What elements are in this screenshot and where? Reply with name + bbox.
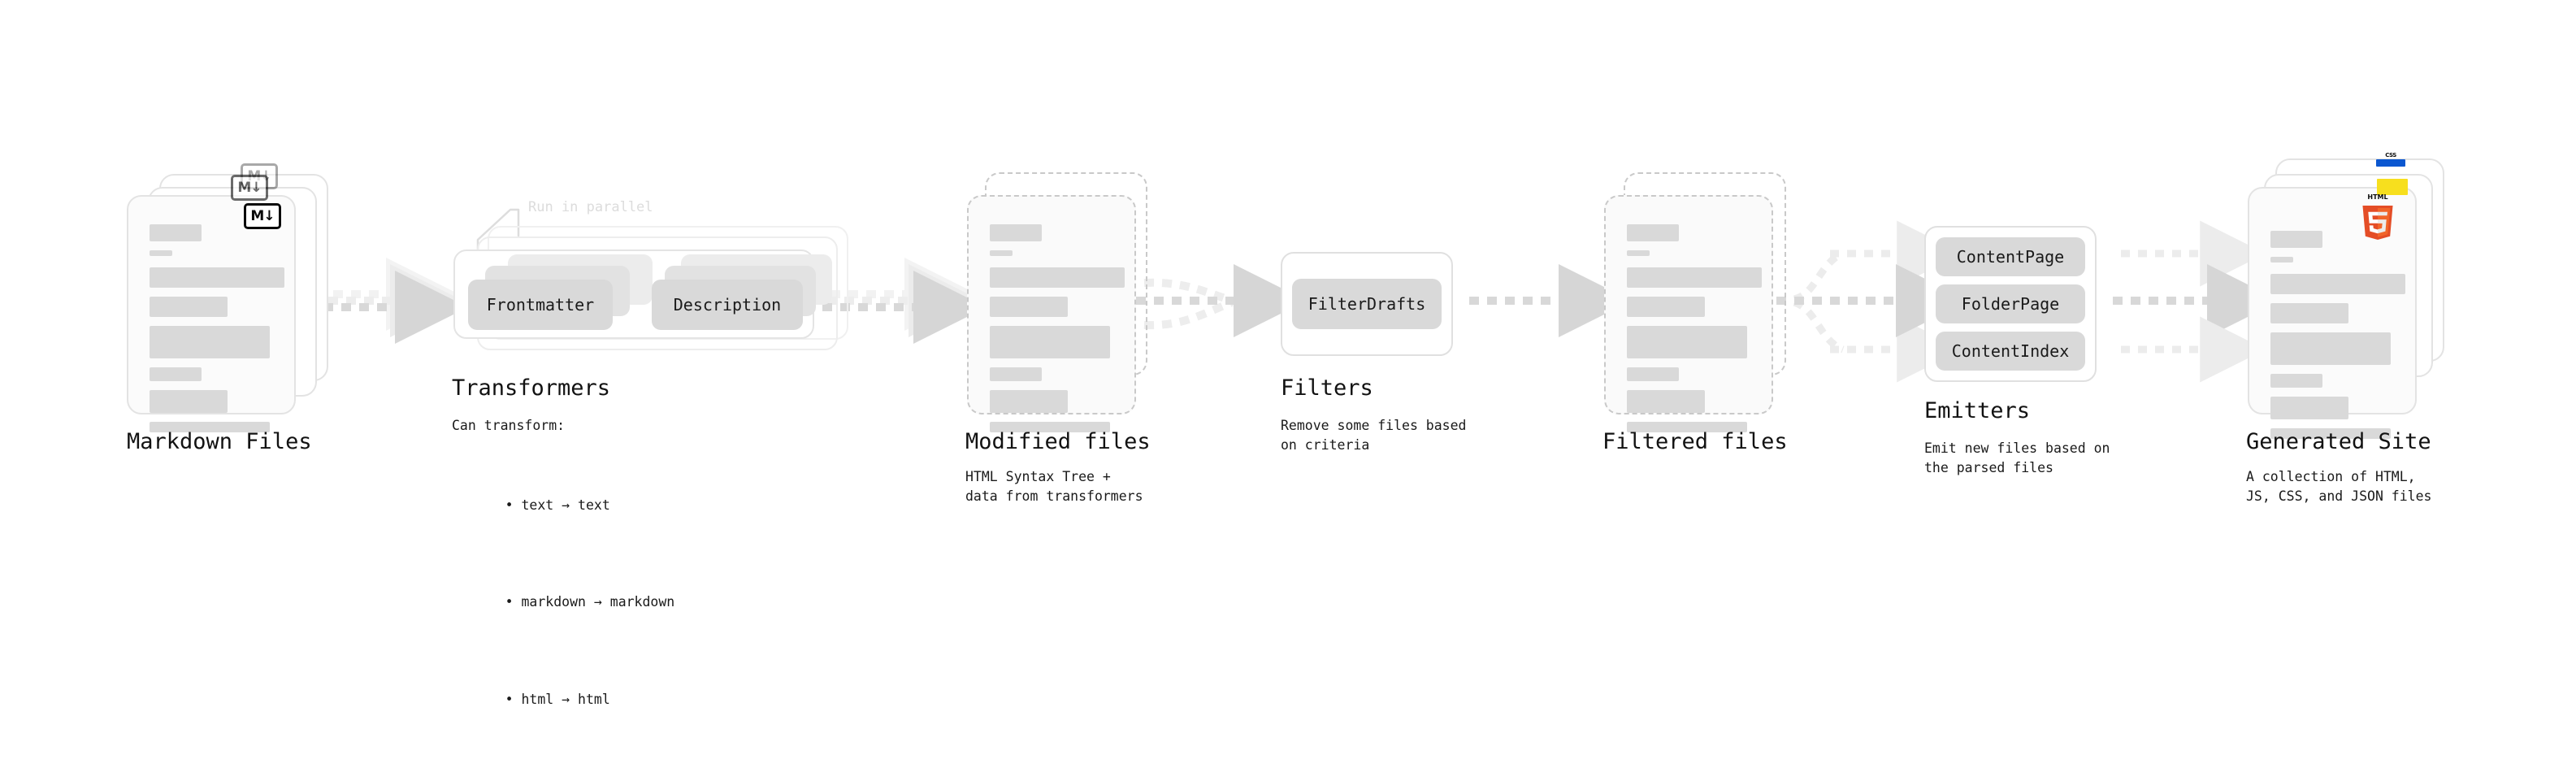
markdown-card-front (127, 195, 296, 432)
transformer-frontmatter[interactable]: Frontmatter (468, 280, 613, 330)
transformers-bullet-list: • text → text • markdown → markdown • ht… (457, 437, 675, 768)
emitter-contentpage[interactable]: ContentPage (1936, 237, 2085, 276)
bullet-dot: • (505, 594, 522, 610)
markdown-files-caption: Markdown Files (127, 429, 312, 454)
html5-icon-wordmark: HTML (2367, 193, 2388, 201)
filtered-files-caption: Filtered files (1602, 429, 1788, 454)
transformers-bullet-2-label: html → html (521, 691, 610, 707)
run-in-parallel-annotation: Run in parallel (528, 199, 653, 215)
markdown-icon-mid-label: M↓ (237, 180, 262, 196)
filters-caption: Filters (1281, 375, 1373, 401)
connector-emitters-to-site (2113, 220, 2280, 383)
generated-site-subcaption: A collection of HTML, JS, CSS, and JSON … (2246, 469, 2432, 504)
emitter-folderpage[interactable]: FolderPage (1936, 284, 2085, 323)
emitters-caption: Emitters (1924, 398, 2031, 423)
markdown-icon: M↓ (244, 203, 281, 229)
transformer-description[interactable]: Description (652, 280, 803, 330)
html5-icon: HTML (2361, 193, 2395, 240)
generated-site-caption: Generated Site (2246, 429, 2431, 454)
generated-site-stack: CSS HTML (0, 0, 2444, 439)
site-card-html (2248, 187, 2417, 439)
transformers-bullet-1-label: markdown → markdown (521, 594, 675, 610)
js-icon (2377, 179, 2408, 195)
emitters-subcaption: Emit new files based on the parsed files (1924, 440, 2110, 475)
filtered-card-front (1604, 195, 1773, 432)
bullet-dot: • (505, 497, 522, 513)
filters-subcaption: Remove some files based on criteria (1281, 418, 1467, 453)
modified-card-front (967, 195, 1136, 432)
css3-icon-bar: CSS (2376, 152, 2405, 167)
connector-modified-to-filters (1136, 264, 1307, 337)
connector-filtered-to-emitters (1776, 220, 1969, 383)
markdown-icon-mid: M↓ (231, 175, 268, 201)
css3-icon: CSS (2376, 152, 2405, 167)
emitter-contentindex[interactable]: ContentIndex (1936, 332, 2085, 371)
markdown-icon-label: M↓ (250, 207, 275, 224)
transformers-bullet-0: • text → text (457, 476, 674, 535)
transformers-caption: Transformers (452, 375, 611, 401)
bullet-dot: • (505, 691, 522, 707)
transformers-bullet-1: • markdown → markdown (457, 573, 675, 631)
transformers-bullet-2: • html → html (457, 670, 674, 729)
filter-filterdrafts[interactable]: FilterDrafts (1292, 279, 1442, 329)
modified-files-caption: Modified files (965, 429, 1151, 454)
transformers-subcaption: Can transform: (452, 418, 566, 433)
css3-icon-label: CSS (2385, 152, 2396, 158)
pipeline-diagram: M↓ M↓ M↓ Markdown Files Frontmatter Desc… (0, 0, 2444, 707)
modified-files-subcaption: HTML Syntax Tree + data from transformer… (965, 469, 1143, 504)
transformers-bullet-0-label: text → text (521, 497, 610, 513)
